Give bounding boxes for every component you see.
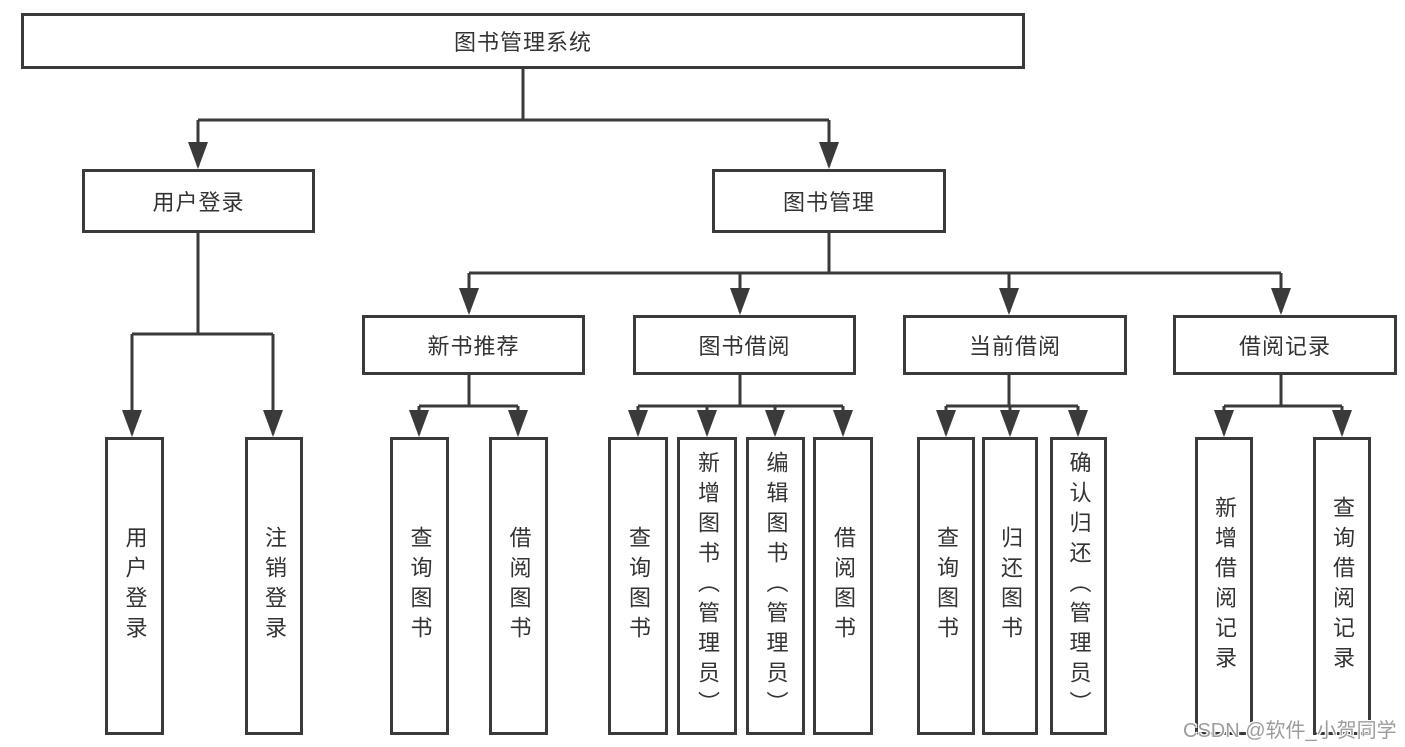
- leaf-borrow-book-recommend: 借阅图书: [489, 437, 548, 735]
- leaf-logout-login: 注销登录: [245, 437, 303, 735]
- leaf-confirm-return-admin-label: 确认归还（管理员）: [1066, 451, 1092, 721]
- node-current-borrow-label: 当前借阅: [968, 334, 1061, 359]
- leaf-add-borrow-record: 新增借阅记录: [1195, 437, 1253, 735]
- node-new-book-recommend-label: 新书推荐: [427, 334, 520, 359]
- leaf-query-book-recommend: 查询图书: [390, 437, 449, 735]
- leaf-user-login-label: 用户登录: [122, 526, 148, 646]
- leaf-add-borrow-record-label: 新增借阅记录: [1212, 496, 1237, 676]
- node-new-book-recommend: 新书推荐: [362, 315, 585, 375]
- leaf-edit-book-admin: 编辑图书（管理员）: [746, 437, 805, 735]
- leaf-return-book: 归还图书: [982, 437, 1038, 735]
- leaf-confirm-return-admin: 确认归还（管理员）: [1050, 437, 1107, 735]
- leaf-query-book-current: 查询图书: [917, 437, 975, 735]
- node-book-management: 图书管理: [712, 169, 946, 233]
- node-system-root-label: 图书管理系统: [453, 30, 592, 55]
- node-system-root: 图书管理系统: [21, 13, 1025, 69]
- leaf-query-book-recommend-label: 查询图书: [407, 526, 433, 646]
- node-book-borrow-label: 图书借阅: [698, 334, 791, 359]
- leaf-borrow-book-label: 借阅图书: [831, 526, 856, 646]
- node-user-login: 用户登录: [82, 169, 315, 233]
- leaf-query-book-borrow-label: 查询图书: [626, 526, 651, 646]
- leaf-return-book-label: 归还图书: [998, 526, 1023, 646]
- leaf-logout-login-label: 注销登录: [262, 526, 287, 646]
- leaf-query-borrow-record: 查询借阅记录: [1313, 437, 1371, 735]
- leaf-edit-book-admin-label: 编辑图书（管理员）: [763, 451, 789, 721]
- leaf-borrow-book-recommend-label: 借阅图书: [506, 526, 532, 646]
- leaf-add-book-admin: 新增图书（管理员）: [677, 437, 737, 735]
- node-user-login-label: 用户登录: [152, 190, 245, 215]
- watermark-text: CSDN @软件_小贺同学: [1183, 720, 1397, 742]
- leaf-user-login: 用户登录: [105, 437, 164, 735]
- node-borrow-record: 借阅记录: [1173, 315, 1397, 375]
- node-book-borrow: 图书借阅: [633, 315, 856, 375]
- leaf-query-borrow-record-label: 查询借阅记录: [1330, 496, 1355, 676]
- leaf-add-book-admin-label: 新增图书（管理员）: [695, 451, 720, 721]
- leaf-borrow-book: 借阅图书: [813, 437, 873, 735]
- node-borrow-record-label: 借阅记录: [1238, 334, 1331, 359]
- leaf-query-book-current-label: 查询图书: [934, 526, 959, 646]
- node-book-management-label: 图书管理: [782, 190, 875, 215]
- leaf-query-book-borrow: 查询图书: [608, 437, 668, 735]
- node-current-borrow: 当前借阅: [903, 315, 1127, 375]
